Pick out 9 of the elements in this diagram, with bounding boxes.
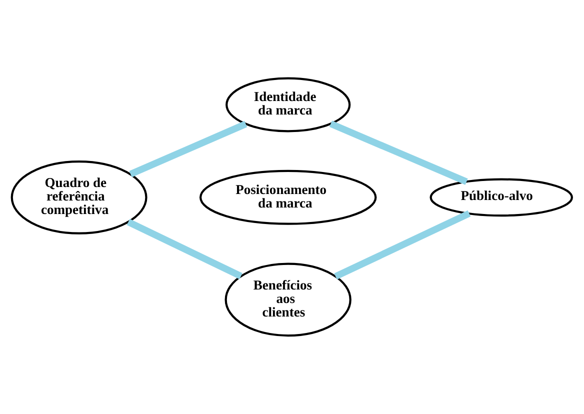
connector	[129, 120, 248, 178]
node-ellipse: Público-alvo	[430, 178, 573, 217]
node-ellipse: Posicionamento da marca	[199, 170, 377, 225]
node-ellipse: Identidade da marca	[226, 77, 351, 132]
node-ellipse: Benefícios aos clientes	[224, 262, 352, 337]
connector	[334, 210, 471, 280]
node-ellipse: Quadro de referência competitiva	[10, 160, 148, 234]
connector	[126, 218, 242, 280]
connector	[329, 120, 468, 185]
